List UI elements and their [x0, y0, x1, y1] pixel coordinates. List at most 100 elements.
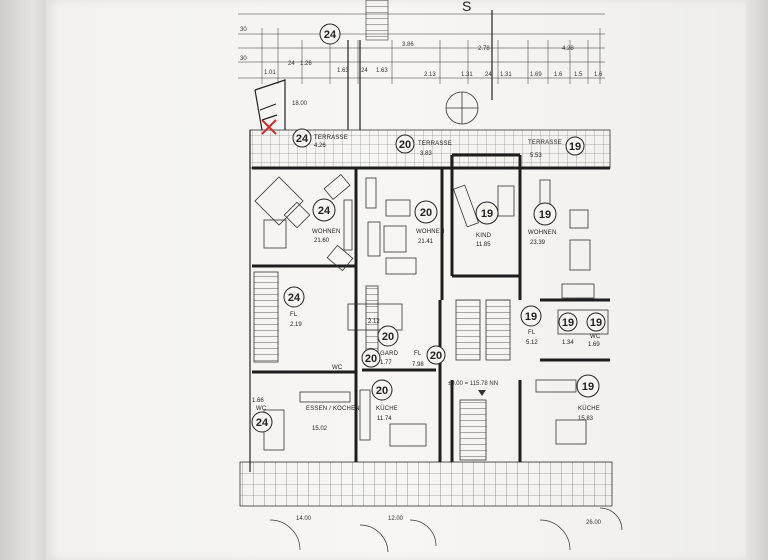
bottom-mid-dim: 12.00 [388, 516, 404, 522]
room-kind-19: 19 KIND 11.85 [475, 201, 499, 248]
unit-number: 24 [318, 205, 331, 217]
room-area: 4.26 [314, 143, 326, 149]
unit-number: 19 [569, 141, 581, 153]
dim-text: 1.6 [554, 72, 563, 78]
room-terrasse-20: 20 TERRASSE 3.83 [395, 134, 452, 157]
dim-text: 1.63 [376, 68, 388, 74]
top-dimension-row1: 30 3.86 2.78 4.28 [240, 27, 574, 52]
room-wohnen-24: 24 WOHNEN 21.60 [312, 198, 341, 244]
room-area: 5.12 [526, 340, 538, 346]
room-name: KÜCHE [578, 405, 600, 412]
dim-text: 1.01 [264, 70, 276, 76]
room-name: KIND [476, 233, 492, 239]
dim-text: 1.5 [574, 72, 583, 78]
room-area: 21.41 [418, 239, 434, 245]
unit-marker-top: 24 [319, 23, 341, 45]
dim-text: 24 [485, 72, 492, 78]
unit-number: 19 [539, 209, 551, 221]
room-wc-19: 19 WC 1.69 [586, 312, 606, 348]
dim-text: 1.26 [300, 61, 312, 67]
dim-text: 2.13 [424, 72, 436, 78]
room-name: ESSEN / KOCHEN [306, 406, 360, 412]
unit-number: 24 [296, 133, 309, 145]
room-area: 11.74 [377, 416, 392, 422]
dim-text: 24 [361, 68, 368, 74]
room-name: FL [528, 330, 536, 336]
room-gard-20: 20 20 GARD 1.77 2.12 [361, 319, 399, 368]
room-kueche-20: 20 KÜCHE 11.74 [371, 379, 398, 422]
upper-width-label: 18.00 [292, 101, 308, 107]
unit-number: 24 [288, 292, 301, 304]
room-area: 3.83 [420, 151, 432, 157]
room-name: WOHNEN [528, 230, 557, 236]
stairs [253, 271, 511, 461]
unit-number: 20 [399, 139, 411, 151]
room-labels: 24 TERRASSE 4.26 20 TERRASSE 3.83 19 TER… [251, 23, 606, 433]
dim-text: 4.28 [562, 46, 574, 52]
room-terrasse-24: 24 TERRASSE 4.26 [292, 128, 348, 149]
room-name: KÜCHE [376, 405, 398, 412]
unit-number: 20 [430, 350, 442, 362]
unit-number: 20 [376, 385, 388, 397]
unit-number: 24 [324, 29, 337, 41]
room-wc-24: 24 WC 1.66 [251, 398, 273, 433]
room-area: 15.02 [312, 426, 328, 432]
room-name: WOHNEN [416, 229, 445, 235]
wc-label: WC [332, 365, 343, 371]
room-fl-24: 24 FL 2.19 [283, 286, 305, 328]
unit-number: 19 [582, 381, 594, 393]
room-wohnen-20: 20 WOHNEN 21.41 [414, 200, 445, 245]
dim-text: 1.69 [530, 72, 542, 78]
room-name: TERRASSE [528, 140, 562, 146]
room-area: 21.60 [314, 238, 330, 244]
floor-plan-drawing: 30 3.86 2.78 4.28 30 1.01 24 1.26 1.63 2… [238, 0, 623, 553]
binder-right-edge [742, 0, 768, 560]
room-name: GARD [380, 351, 399, 357]
binder-left-edge [0, 0, 46, 560]
dim-text: 1.31 [461, 72, 473, 78]
dim-text: 1.31 [500, 72, 512, 78]
exterior-walls-top [249, 0, 493, 472]
room-essen-kochen-24: ESSEN / KOCHEN 15.02 WC [306, 365, 360, 432]
room-area: 1.69 [588, 342, 600, 348]
room-name: WC [590, 334, 601, 340]
room-name: WC [256, 406, 267, 412]
room-name: FL [414, 351, 422, 357]
partial-letter: S [462, 0, 471, 14]
unit-number: 20 [420, 207, 432, 219]
unit-number: 20 [382, 331, 394, 343]
cross-marker-icon [261, 119, 277, 135]
room-area: 5.53 [530, 153, 542, 159]
top-dimension-row2: 30 1.01 24 1.26 1.63 24 1.63 2.13 1.31 2… [240, 56, 603, 78]
dim-text: 3.86 [402, 42, 414, 48]
room-name: TERRASSE [314, 135, 348, 141]
unit-number: 19 [481, 208, 493, 220]
room-name: WOHNEN [312, 229, 341, 235]
main-walls [252, 153, 610, 462]
level-label: ±0.00 = 115.78 NN [448, 381, 498, 387]
room-area: 1.34 [562, 340, 574, 346]
dim-text: 2.78 [478, 46, 490, 52]
bottom-paving [239, 461, 613, 507]
floor-plan-sheet: 30 3.86 2.78 4.28 30 1.01 24 1.26 1.63 2… [46, 0, 746, 560]
room-area: 2.19 [290, 322, 302, 328]
room-area: 23.39 [530, 240, 546, 246]
dim-text: 1.6 [594, 72, 603, 78]
door-arcs [269, 507, 623, 553]
room-area: 7.98 [412, 362, 424, 368]
bottom-right-dim: 26.00 [586, 520, 602, 526]
unit-number: 19 [562, 317, 574, 329]
unit-number: 24 [256, 417, 269, 429]
room-small-19: 19 1.34 [558, 312, 578, 346]
room-name: TERRASSE [418, 141, 452, 147]
room-terrasse-19: 19 TERRASSE 5.53 [528, 136, 585, 159]
room-area: 15.83 [578, 416, 594, 422]
tree-icon [445, 91, 479, 125]
dim-text: 30 [240, 56, 247, 62]
dim-text: 24 [288, 61, 295, 67]
dim-text: 30 [240, 27, 247, 33]
room-kueche-19: 19 KÜCHE 15.83 [576, 374, 600, 422]
top-dimension-lines [238, 13, 605, 84]
dim-text: 1.63 [337, 68, 349, 74]
room-wohnen-19: 19 WOHNEN 23.39 [528, 202, 557, 246]
